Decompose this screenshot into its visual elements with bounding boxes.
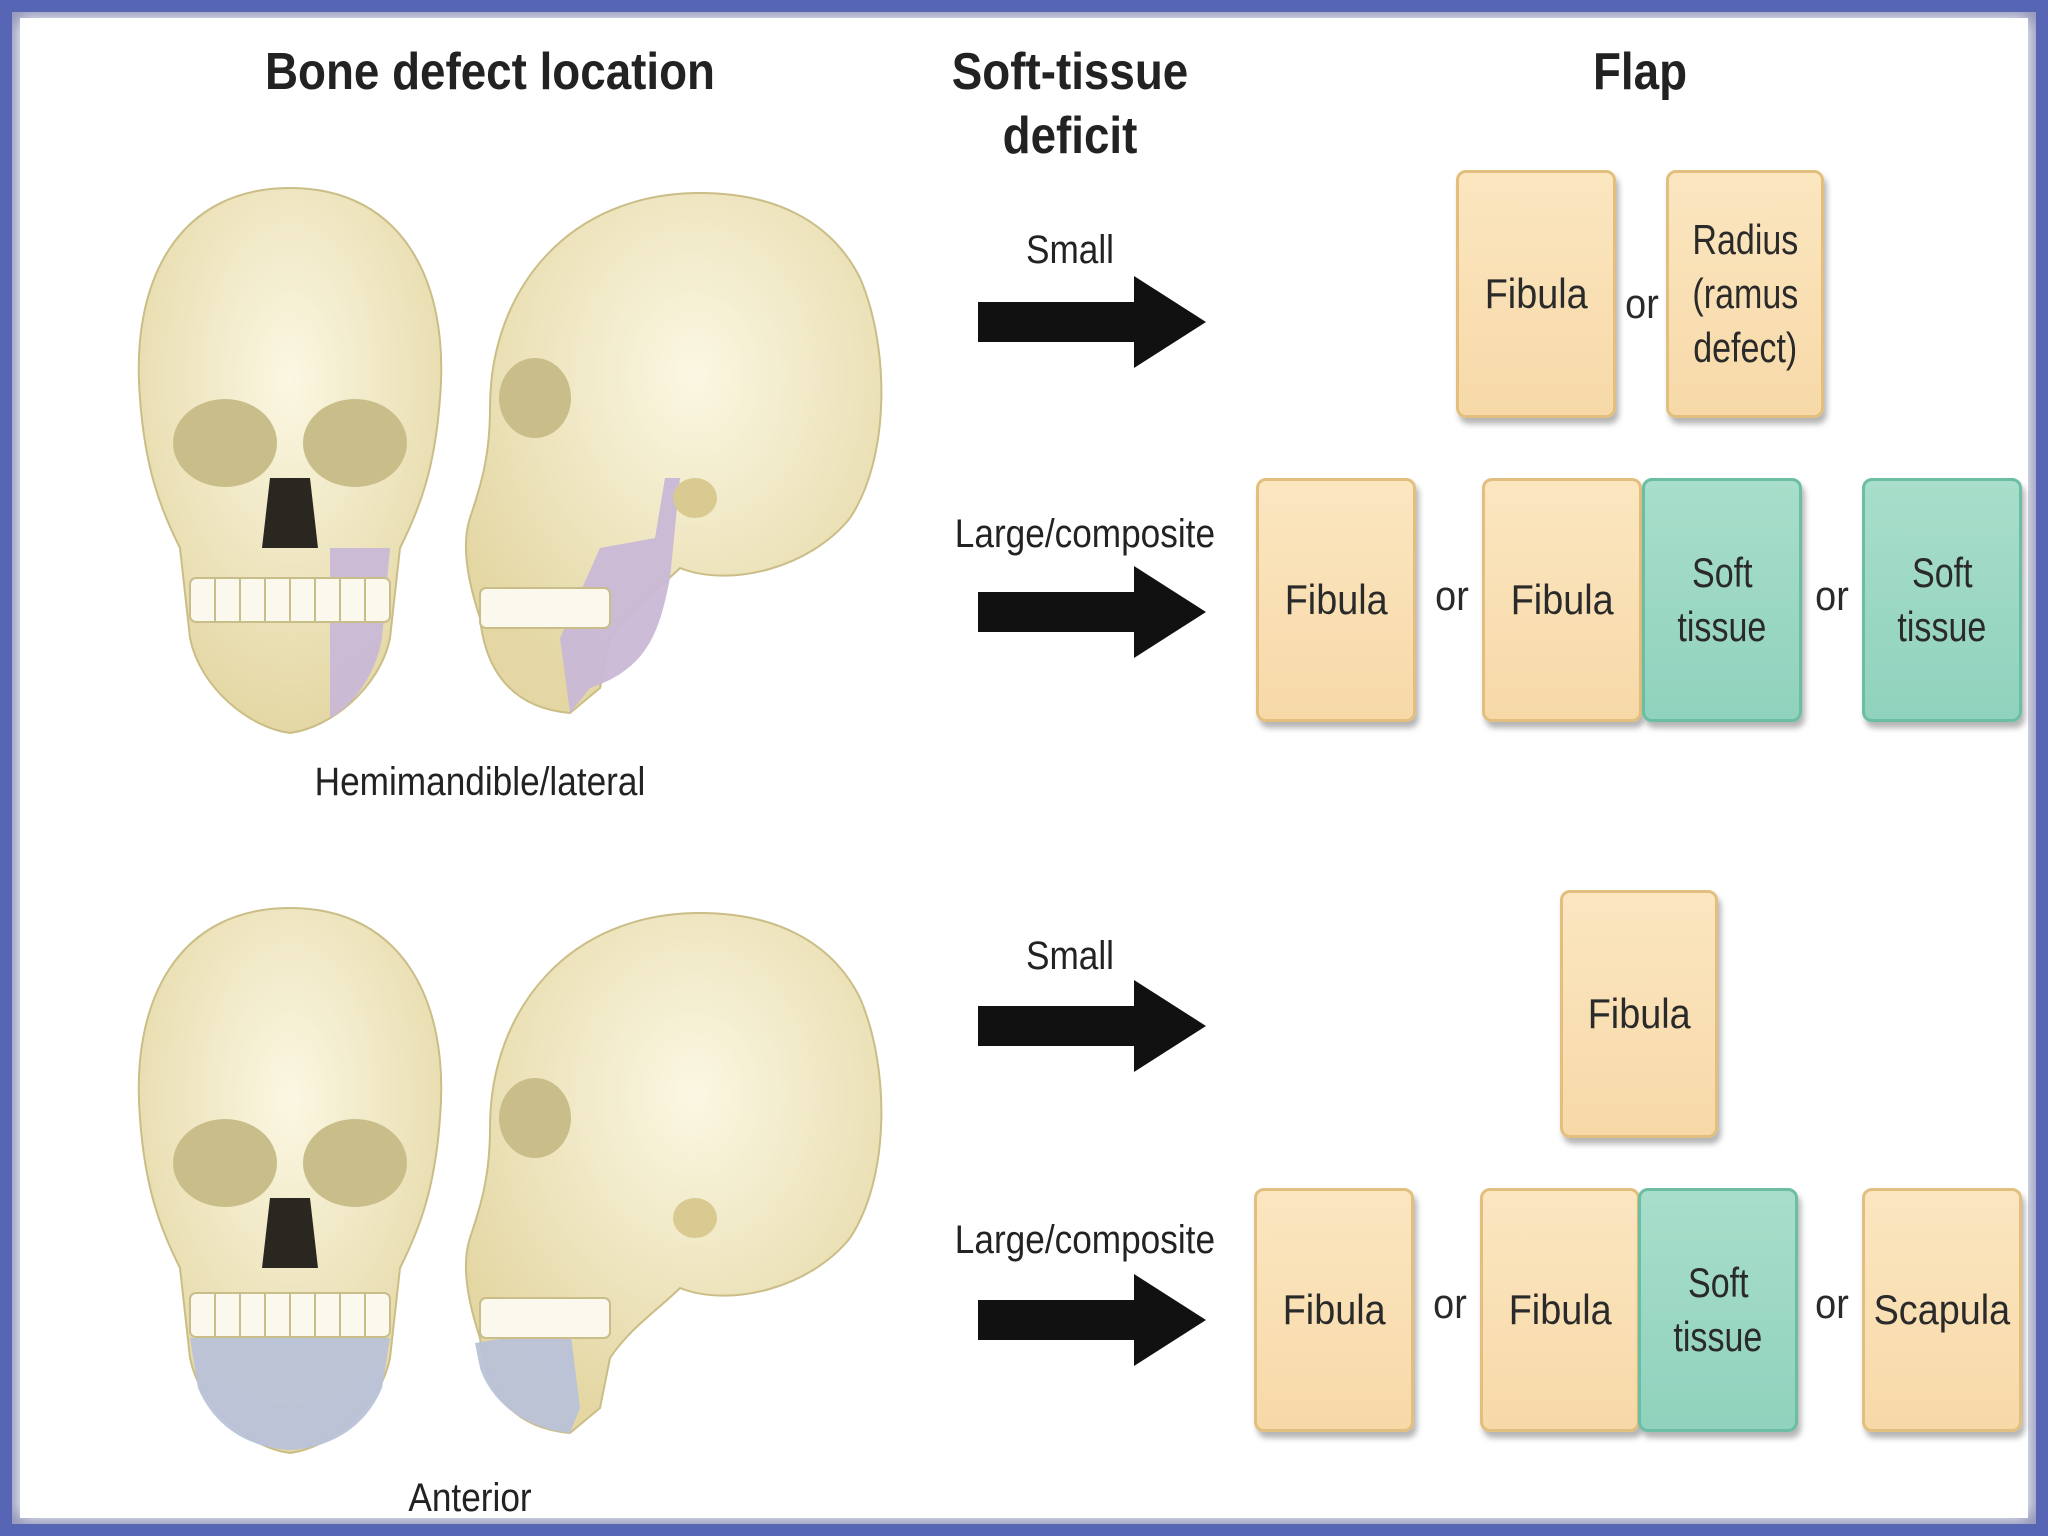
- flap-label: Fibula: [1508, 1286, 1612, 1333]
- header-soft-tissue-deficit: Soft-tissue deficit: [920, 40, 1219, 168]
- or-label: or: [1815, 1280, 1849, 1327]
- right-arrow-icon: [978, 1274, 1206, 1366]
- flap-box-radius: Radius (ramus defect): [1666, 170, 1824, 418]
- flap-box-soft-tissue: Soft tissue: [1642, 478, 1802, 722]
- flap-box-fibula: Fibula: [1254, 1188, 1414, 1432]
- header-soft-tissue-line2: deficit: [1002, 107, 1138, 165]
- header-bone-defect: Bone defect location: [264, 43, 716, 101]
- flap-label-line: (ramus: [1692, 270, 1798, 317]
- header-flap: Flap: [1592, 43, 1688, 101]
- flap-label-line: Soft: [1691, 549, 1753, 596]
- frontal-skull-icon: [137, 186, 443, 735]
- deficit-label-large-composite: Large/composite: [954, 512, 1216, 556]
- or-label: or: [1433, 1280, 1467, 1327]
- frontal-skull-icon: [137, 906, 443, 1455]
- flap-box-scapula: Scapula: [1862, 1188, 2022, 1432]
- deficit-label-large-composite: Large/composite: [954, 1218, 1216, 1262]
- flap-label-line: tissue: [1673, 1313, 1763, 1360]
- right-arrow-icon: [978, 980, 1206, 1072]
- flap-label-line: tissue: [1897, 603, 1987, 650]
- flap-label: Fibula: [1587, 990, 1691, 1037]
- flap-box-fibula: Fibula: [1482, 478, 1642, 722]
- right-arrow-icon: [978, 276, 1206, 368]
- lateral-skull-icon: [464, 911, 883, 1435]
- flap-label-line: Radius: [1692, 216, 1798, 263]
- flap-box-fibula: Fibula: [1560, 890, 1718, 1138]
- flap-box-fibula: Fibula: [1480, 1188, 1640, 1432]
- flap-label: Fibula: [1282, 1286, 1386, 1333]
- location-label-hemimandible: Hemimandible/lateral: [314, 760, 646, 804]
- flap-label: Fibula: [1510, 576, 1614, 623]
- header-soft-tissue-line1: Soft-tissue: [951, 43, 1189, 101]
- flap-label-line: tissue: [1677, 603, 1767, 650]
- flap-label: Soft tissue: [1673, 546, 1772, 654]
- or-label: or: [1625, 280, 1659, 327]
- flap-label: Fibula: [1484, 270, 1588, 317]
- flap-label: Soft tissue: [1669, 1256, 1768, 1364]
- flap-label-line: Soft: [1911, 549, 1973, 596]
- flap-box-soft-tissue: Soft tissue: [1638, 1188, 1798, 1432]
- flap-box-fibula: Fibula: [1456, 170, 1616, 418]
- flap-label: Fibula: [1284, 576, 1388, 623]
- flap-label: Radius (ramus defect): [1686, 213, 1804, 375]
- flap-label: Scapula: [1873, 1286, 2011, 1333]
- diagram-canvas: Bone defect location Soft-tissue deficit…: [20, 18, 2028, 1520]
- right-arrow-icon: [978, 566, 1206, 658]
- location-label-anterior: Anterior: [408, 1476, 532, 1520]
- flap-label-line: Soft: [1687, 1259, 1749, 1306]
- flap-box-fibula: Fibula: [1256, 478, 1416, 722]
- lateral-skull-icon: [464, 191, 883, 715]
- deficit-label-small: Small: [1025, 228, 1115, 272]
- or-label: or: [1435, 572, 1469, 619]
- flap-label: Soft tissue: [1893, 546, 1992, 654]
- or-label: or: [1815, 572, 1849, 619]
- flap-box-soft-tissue: Soft tissue: [1862, 478, 2022, 722]
- flap-label-line: defect): [1692, 324, 1798, 371]
- deficit-label-small: Small: [1025, 934, 1115, 978]
